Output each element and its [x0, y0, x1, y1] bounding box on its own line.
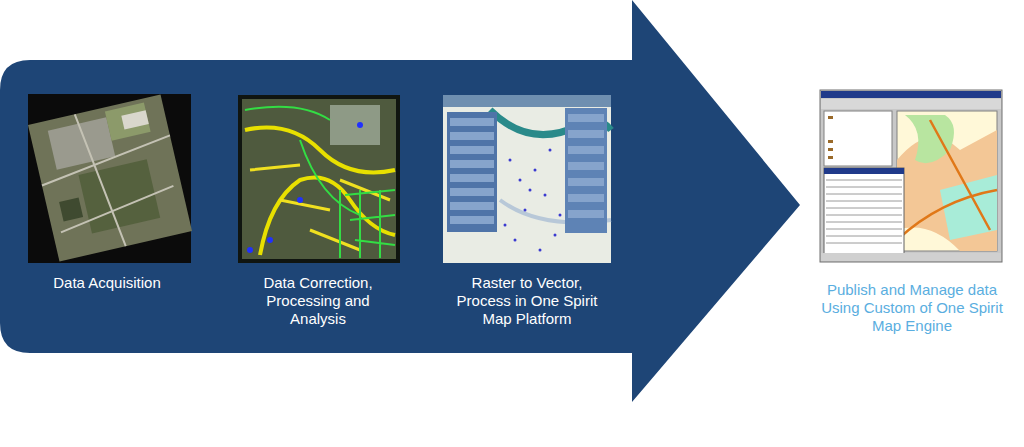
gis-window-screenshot [820, 90, 1002, 262]
caption-text: Publish and Manage data Using Custom of … [812, 281, 1012, 335]
caption-text: Data Correction, Processing and Analysis [247, 274, 389, 328]
platform-screenshot [443, 95, 611, 263]
stage-caption: Raster to Vector, Process in One Spirit … [452, 272, 602, 330]
stage-caption: Data Correction, Processing and Analysis [243, 272, 393, 330]
stage-caption: Data Acquisition [26, 272, 188, 294]
result-caption: Publish and Manage data Using Custom of … [808, 279, 1016, 337]
satellite-image [28, 94, 192, 263]
vector-map-image [238, 95, 400, 263]
caption-text: Raster to Vector, Process in One Spirit … [456, 274, 598, 328]
caption-text: Data Acquisition [30, 274, 184, 292]
process-arrow [0, 0, 800, 402]
